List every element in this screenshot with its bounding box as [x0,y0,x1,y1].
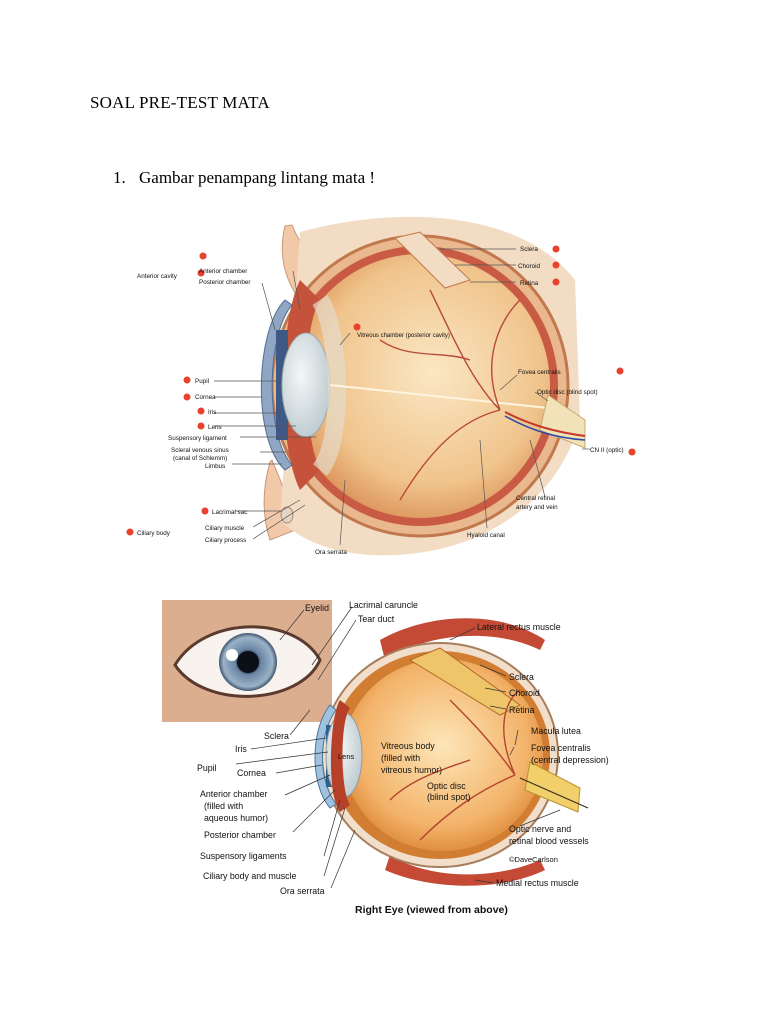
fig2-label-sclera-left: Sclera [264,731,289,741]
label-anterior-chamber: Anterior chamber [199,268,247,275]
label-sclera: Sclera [520,246,538,253]
fig2-label-anterior-2: (filled with [204,801,243,811]
label-vitreous-chamber: Vitreous chamber (posterior cavity) [357,333,450,339]
label-lacrimal-sac: Lacrimal sac [212,509,247,516]
fig2-label-optic-nerve-2: retinal blood vessels [509,836,589,846]
label-canal-of-schlemm: (canal of Schlemm) [173,455,227,462]
fig2-label-ciliary: Ciliary body and muscle [203,871,296,881]
fig2-label-lens: Lens [338,752,355,761]
label-ora-serrata: Ora serrata [315,549,347,556]
figure-2-leader-lines [235,606,561,889]
fig2-label-macula-lutea: Macula lutea [531,726,581,736]
medial-rectus-shape [385,855,545,886]
label-anterior-cavity: Anterior cavity [137,273,178,280]
label-limbus: Limbus [205,463,225,470]
fig2-label-optic-nerve-1: Optic nerve and [509,824,571,834]
fig2-label-retina: Retina [509,705,535,715]
fig2-label-vitreous-3: vitreous humor) [381,765,442,775]
retinal-vessels [379,289,521,501]
fig2-label-cornea: Cornea [237,768,266,778]
lens-shape [281,332,331,438]
label-lens: Lens [208,424,222,431]
label-scleral-venous-sinus: Scleral venous sinus [171,447,229,454]
figure-1-leader-lines [214,248,590,546]
lacrimal-sac-shape [280,506,294,524]
lateral-rectus-shape [380,618,545,660]
eye-photo-pupil [237,651,259,673]
fig2-label-vitreous-1: Vitreous body [381,741,435,751]
fig2-caption: Right Eye (viewed from above) [355,904,508,916]
label-artery-and-vein: artery and vein [516,504,558,511]
fig2-label-tear-duct: Tear duct [358,614,395,624]
figure-2-right-eye-top-view: Eyelid Lacrimal caruncle Tear duct Later… [162,600,609,916]
fig2-credit: ©DaveCarlson [509,855,558,864]
label-iris: Iris [208,409,216,416]
fig2-ciliary-shape [330,700,350,812]
label-hyaloid-canal: Hyaloid canal [467,532,505,539]
fig2-label-pupil: Pupil [197,763,217,773]
figure-1-markers [126,245,636,536]
label-pupil: Pupil [195,378,209,385]
fig2-label-sclera-right: Sclera [509,672,534,682]
fig2-label-vitreous-2: (filled with [381,753,420,763]
fig2-label-eyelid: Eyelid [305,603,329,613]
fig2-label-posterior-chamber: Posterior chamber [204,830,276,840]
label-ciliary-body: Ciliary body [137,530,171,537]
label-fovea-centralis: Fovea centralis [518,369,561,376]
fig2-label-anterior-3: aqueous humor) [204,813,268,823]
label-ciliary-process: Ciliary process [205,537,246,544]
fig2-label-fovea-1: Fovea centralis [531,743,591,753]
sclera-cut [394,231,471,289]
eye-photo-highlight [226,649,238,661]
fig2-label-optic-disc-1: Optic disc [427,781,466,791]
central-vein [504,415,586,441]
fig2-label-fovea-2: (central depression) [531,755,609,765]
fig2-optic-vessel [519,777,589,809]
hyaloid-canal-line [329,384,549,409]
label-cornea: Cornea [195,394,216,401]
label-ciliary-muscle: Ciliary muscle [205,525,245,532]
label-choroid: Choroid [518,263,541,270]
label-central-retinal: Central retinal [516,495,555,502]
page-title: SOAL PRE-TEST MATA [90,93,270,112]
fig2-label-choroid: Choroid [509,688,540,698]
globe-cutaway [408,647,521,716]
fig2-label-anterior-1: Anterior chamber [200,789,268,799]
fig2-label-optic-disc-2: (blind spot) [427,792,471,802]
fig2-label-lacrimal-caruncle: Lacrimal caruncle [349,600,418,610]
question-number: 1. [113,168,126,187]
vitreous-chamber [290,254,550,518]
label-suspensory-ligament: Suspensory ligament [168,435,227,442]
label-cn-ii: CN II (optic) [590,447,624,454]
fig2-label-ora-serrata: Ora serrata [280,886,325,896]
label-posterior-chamber: Posterior chamber [199,279,250,286]
label-retina: Retina [520,280,539,287]
fig2-label-medial-rectus: Medial rectus muscle [496,878,579,888]
label-optic-disc: Optic disc (blind spot) [537,389,598,396]
figure-1-eye-cross-section: Anterior cavity Anterior chamber Posteri… [126,216,636,556]
fig2-label-lateral-rectus: Lateral rectus muscle [477,622,561,632]
fig2-retinal-vessels [389,689,521,841]
question-1: 1. Gambar penampang lintang mata ! [113,168,375,188]
fig2-label-iris: Iris [235,744,247,754]
central-vessels [504,411,586,437]
fig2-label-suspensory: Suspensory ligaments [200,851,287,861]
question-text: Gambar penampang lintang mata ! [139,168,376,187]
